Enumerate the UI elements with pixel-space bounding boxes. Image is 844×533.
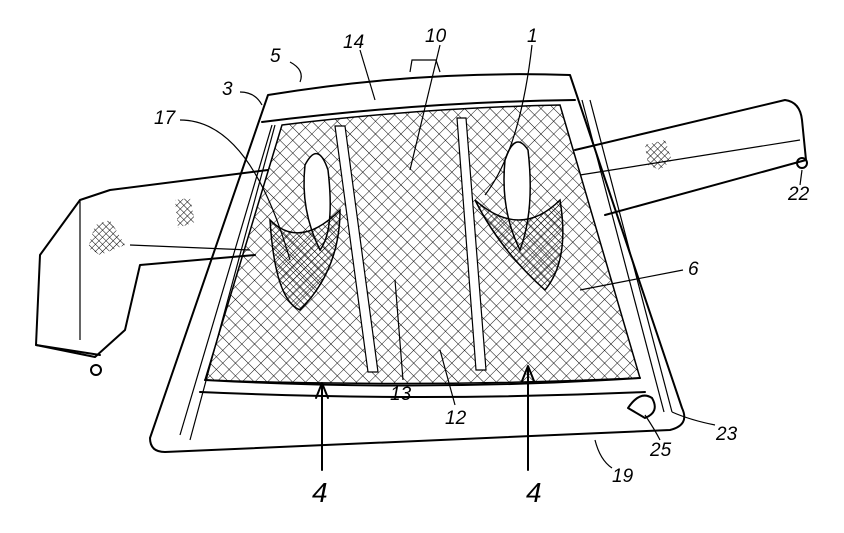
label-14: 14 bbox=[343, 32, 364, 53]
sleeve-loop-22 bbox=[796, 157, 808, 169]
label-19: 19 bbox=[612, 466, 634, 487]
sleeve-loop bbox=[90, 364, 102, 376]
label-4-left: 4 bbox=[312, 477, 328, 508]
buckle-25 bbox=[627, 394, 656, 419]
label-17: 17 bbox=[154, 108, 177, 129]
dense-mesh bbox=[474, 198, 564, 292]
label-25: 25 bbox=[649, 440, 672, 461]
label-3: 3 bbox=[222, 79, 233, 100]
left-sleeve bbox=[35, 169, 269, 376]
dense-mesh-17 bbox=[269, 208, 341, 311]
sleeve-emblem bbox=[175, 198, 195, 228]
garment-body bbox=[149, 59, 686, 453]
label-1: 1 bbox=[527, 26, 538, 47]
right-sleeve bbox=[574, 99, 808, 216]
label-5: 5 bbox=[270, 46, 281, 67]
label-22: 22 bbox=[787, 184, 810, 205]
sleeve-emblem bbox=[88, 220, 125, 255]
label-13: 13 bbox=[390, 384, 412, 405]
section-arrow bbox=[521, 365, 535, 471]
label-12: 12 bbox=[445, 408, 467, 429]
hanger-tab bbox=[409, 59, 441, 73]
section-arrow bbox=[315, 382, 329, 471]
stripe bbox=[334, 125, 379, 373]
leader-lines bbox=[179, 44, 803, 469]
label-4-right: 4 bbox=[526, 477, 542, 508]
label-6: 6 bbox=[688, 259, 699, 280]
label-10: 10 bbox=[425, 26, 447, 47]
label-23: 23 bbox=[715, 424, 738, 445]
mesh-panel bbox=[204, 104, 641, 385]
stripe bbox=[456, 117, 487, 371]
sleeve-emblem bbox=[645, 140, 672, 170]
